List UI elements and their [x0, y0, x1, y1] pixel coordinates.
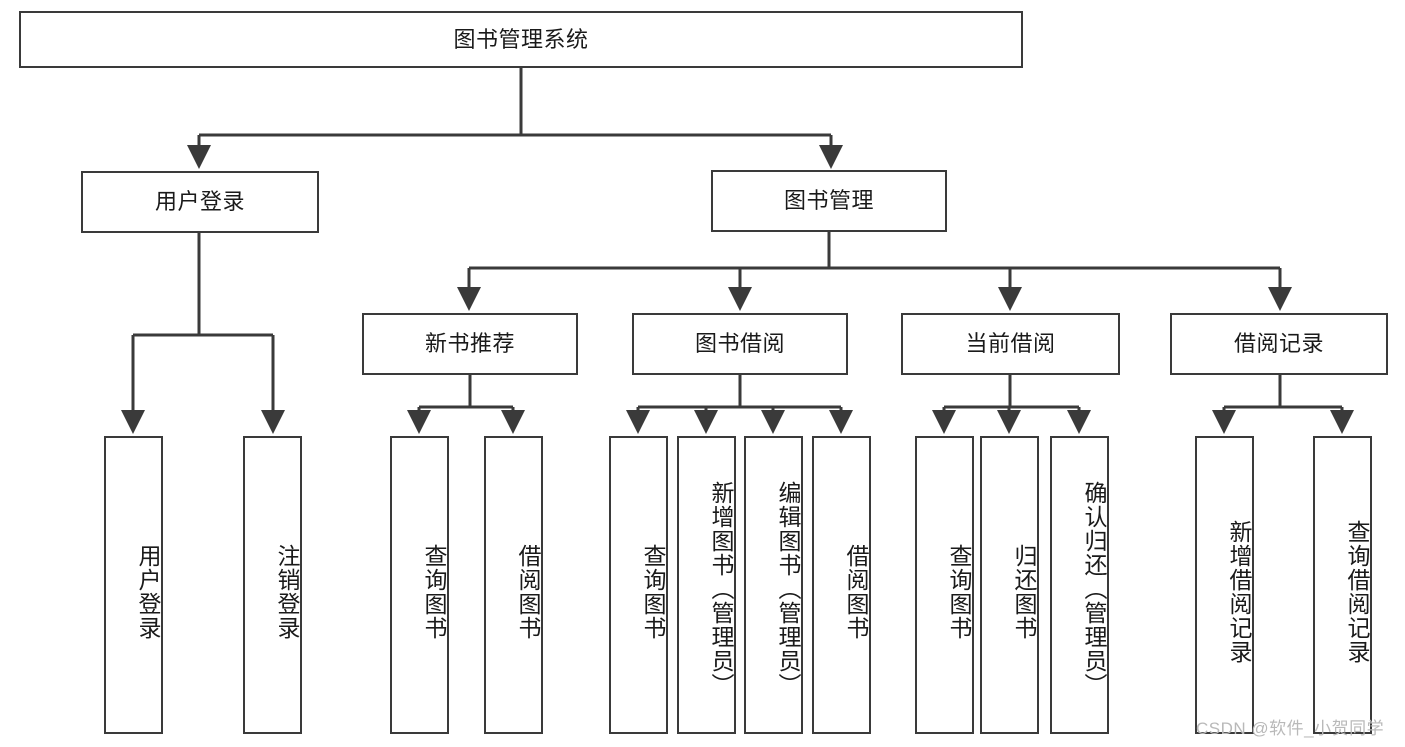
- node-leaf-edit-book[interactable]: 编辑图书（管理员）: [744, 436, 803, 734]
- node-leaf-query-book-rec-label: 查询图书: [421, 544, 447, 640]
- node-leaf-user-login-label: 用户登录: [135, 544, 161, 640]
- node-leaf-edit-book-label: 编辑图书（管理员）: [775, 481, 801, 697]
- node-leaf-add-book[interactable]: 新增图书（管理员）: [677, 436, 736, 734]
- node-leaf-query-book-rec[interactable]: 查询图书: [390, 436, 449, 734]
- node-leaf-add-book-label: 新增图书（管理员）: [708, 481, 734, 697]
- node-user-login-label: 用户登录: [154, 189, 245, 215]
- node-leaf-return-book[interactable]: 归还图书: [980, 436, 1039, 734]
- node-leaf-borrow-book[interactable]: 借阅图书: [812, 436, 871, 734]
- node-leaf-borrow-book-label: 借阅图书: [843, 544, 869, 640]
- node-leaf-add-record-label: 新增借阅记录: [1226, 520, 1252, 664]
- node-leaf-borrow-book-rec-label: 借阅图书: [515, 544, 541, 640]
- node-current-borrow-label: 当前借阅: [965, 331, 1056, 357]
- node-leaf-confirm-return-label: 确认归还（管理员）: [1081, 481, 1107, 697]
- node-user-login[interactable]: 用户登录: [81, 171, 319, 233]
- node-current-borrow[interactable]: 当前借阅: [901, 313, 1120, 375]
- node-new-book-rec-label: 新书推荐: [424, 331, 515, 357]
- node-book-borrow-label: 图书借阅: [694, 331, 785, 357]
- csdn-watermark: CSDN @软件_小贺同学: [1196, 719, 1385, 738]
- node-borrow-record-label: 借阅记录: [1233, 331, 1324, 357]
- node-leaf-borrow-book-rec[interactable]: 借阅图书: [484, 436, 543, 734]
- node-leaf-user-login[interactable]: 用户登录: [104, 436, 163, 734]
- node-leaf-query-book-cur[interactable]: 查询图书: [915, 436, 974, 734]
- node-root[interactable]: 图书管理系统: [19, 11, 1023, 68]
- node-leaf-logout-label: 注销登录: [274, 544, 300, 640]
- node-book-borrow[interactable]: 图书借阅: [632, 313, 848, 375]
- node-leaf-confirm-return[interactable]: 确认归还（管理员）: [1050, 436, 1109, 734]
- node-leaf-query-record-label: 查询借阅记录: [1344, 520, 1370, 664]
- node-leaf-query-book-borrow-label: 查询图书: [640, 544, 666, 640]
- node-new-book-rec[interactable]: 新书推荐: [362, 313, 578, 375]
- node-leaf-query-book-cur-label: 查询图书: [946, 544, 972, 640]
- node-book-manage-label: 图书管理: [783, 188, 874, 214]
- node-leaf-query-book-borrow[interactable]: 查询图书: [609, 436, 668, 734]
- node-borrow-record[interactable]: 借阅记录: [1170, 313, 1388, 375]
- node-leaf-add-record[interactable]: 新增借阅记录: [1195, 436, 1254, 734]
- node-leaf-logout[interactable]: 注销登录: [243, 436, 302, 734]
- node-leaf-return-book-label: 归还图书: [1011, 544, 1037, 640]
- node-book-manage[interactable]: 图书管理: [711, 170, 947, 232]
- node-root-label: 图书管理系统: [453, 26, 589, 52]
- node-leaf-query-record[interactable]: 查询借阅记录: [1313, 436, 1372, 734]
